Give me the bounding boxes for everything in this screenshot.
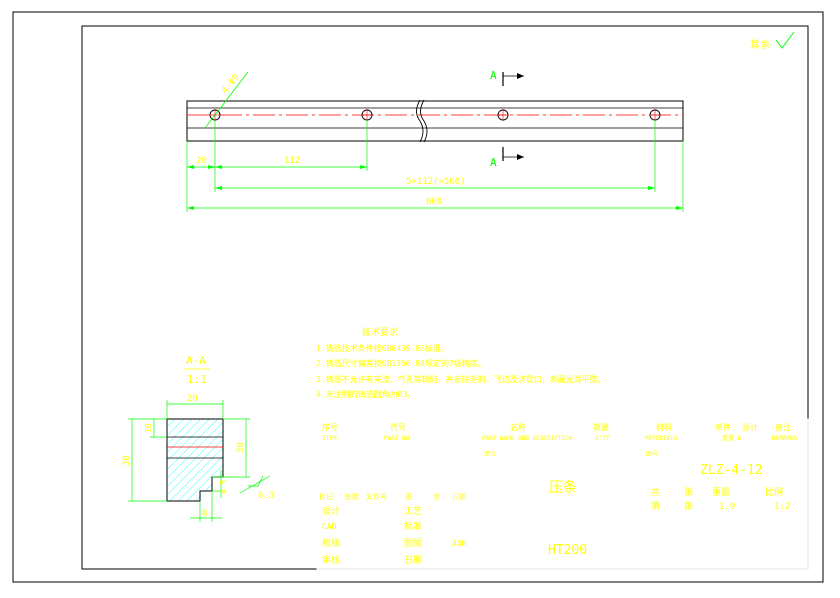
break-line-2 [420, 99, 428, 143]
roughness-symbol-icon [775, 31, 795, 49]
section-dim-height-total: 30 [122, 455, 132, 466]
tb-weight-label: 重量 [712, 486, 730, 498]
hole [497, 109, 509, 121]
section-dim-slot-height: 4.5 [219, 479, 228, 494]
hole-leader [204, 71, 249, 129]
pl-name-en: PART NAME AND DESCRIPTION [482, 435, 573, 442]
hole [649, 109, 661, 121]
rev-header: 签 [405, 492, 412, 501]
section-profile [166, 418, 224, 502]
tb-drawing-no: ZLZ-4-12 [700, 463, 763, 478]
tech-req-item: 1.铸造技术条件按GB6439-86标准。 [316, 343, 449, 353]
dim-edge: 20 [196, 156, 207, 166]
pl-unit-weight: 单件 [715, 422, 731, 432]
pl-item-no-en: ITEM [322, 435, 337, 442]
tb-row-right-label: 标准 [404, 520, 422, 532]
pl-name: 名称 [510, 422, 526, 432]
tb-row-label: CAD [322, 522, 337, 531]
tb-row-label: 校核 [322, 537, 340, 549]
hole [361, 109, 373, 121]
rev-header: 处数 [345, 492, 359, 501]
rev-header: 文件号 [366, 492, 387, 501]
sheet-trim [12, 11, 824, 583]
tb-scale-label: 比例 [765, 486, 783, 498]
section-dimensions [128, 400, 271, 522]
section-view: A-A 1:1 [122, 354, 274, 522]
tb-row-right-label: 日期 [404, 555, 422, 566]
tech-req-item: 4.未注明的铸造圆角为R3。 [316, 389, 415, 399]
pl-total-weight: 总计 [742, 422, 758, 432]
tb-weight-value: 1.9 [719, 502, 735, 512]
section-cut-bottom: A [490, 147, 524, 169]
tb-stage-label: 共 [651, 487, 660, 498]
rev-header: 日期 [452, 493, 466, 501]
pl-material: 材料 [656, 422, 672, 432]
rev-header: 字 [433, 492, 440, 501]
tb-row-right-label: 工艺 [404, 506, 422, 517]
dim-pitch: 112 [284, 156, 300, 166]
section-dim-height-right: 30 [236, 442, 246, 453]
pl-material-en: MATERIALS [645, 435, 678, 442]
tb-row-label: 设计 [322, 505, 340, 517]
tech-req-heading: 技术要求 [362, 326, 398, 338]
section-dim-top: 10 [144, 423, 153, 433]
pl-qty: 数量 [593, 422, 609, 432]
tb-drawing-no-label: 图号 [646, 451, 658, 458]
pl-remarks: 备注 [775, 422, 791, 432]
section-mark-bottom: A [490, 156, 497, 169]
dim-overall: 600 [426, 197, 442, 207]
section-dim-width: 20 [187, 394, 198, 404]
tb-part-name: 压条 [549, 479, 577, 496]
tb-row-label: 审核 [322, 554, 340, 566]
dim-pattern: 5×112(=560) [406, 177, 466, 187]
title-block-border [316, 418, 809, 570]
title-block: 序号 ITEM 代号 PART NO. 名称 PART NAME AND DES… [316, 418, 809, 570]
roughness-symbol-icon [248, 475, 264, 487]
plan-view: 4-Φ9 A A [186, 69, 684, 212]
tb-sheet-label: 张 [684, 487, 693, 498]
section-cut-top: A [490, 69, 524, 86]
tech-req-item: 3.铸造不允许有夹渣、气孔等缺陷，并去除毛刺、飞边及浇冒口，表面光滑平整。 [316, 374, 606, 384]
tb-scale-value: 1:2 [774, 502, 790, 512]
tech-req-item: 2.铸造尺寸偏差按GB1356-88规定的7级精度。 [316, 358, 486, 368]
technical-requirements: 技术要求 1.铸造技术条件按GB6439-86标准。 2.铸造尺寸偏差按GB13… [316, 326, 606, 399]
pl-remarks-en: REMARKS [772, 435, 798, 442]
surface-finish-note: 其余 [750, 31, 795, 51]
surface-finish-label: 其余 [750, 38, 770, 51]
tb-sheet-size: A4H [452, 539, 467, 548]
bar-outline [186, 100, 684, 142]
section-mark-top: A [490, 69, 497, 82]
tb-unit-label: 单位 [484, 450, 496, 458]
pl-code-en: PART NO. [384, 435, 413, 442]
plan-dim-arrows [187, 165, 683, 210]
title-block-grid [317, 419, 808, 569]
tb-page-label: 第 [651, 500, 660, 512]
rev-header: 标记 [319, 492, 333, 501]
section-title: A-A [186, 354, 206, 367]
tb-row-right-label: 图幅 [404, 537, 422, 549]
tb-sheet-label-2: 张 [684, 501, 693, 512]
section-scale: 1:1 [187, 373, 207, 386]
tb-material: HT200 [548, 543, 587, 558]
section-roughness: 6.3 [258, 491, 274, 501]
pl-code: 代号 [390, 422, 406, 432]
pl-item-no: 序号 [322, 422, 338, 432]
pl-weight: 重量 K [722, 434, 742, 442]
break-line [416, 99, 424, 143]
pl-qty-en: Q'TY [595, 435, 610, 442]
section-dim-slot-width: 8 [202, 509, 207, 519]
